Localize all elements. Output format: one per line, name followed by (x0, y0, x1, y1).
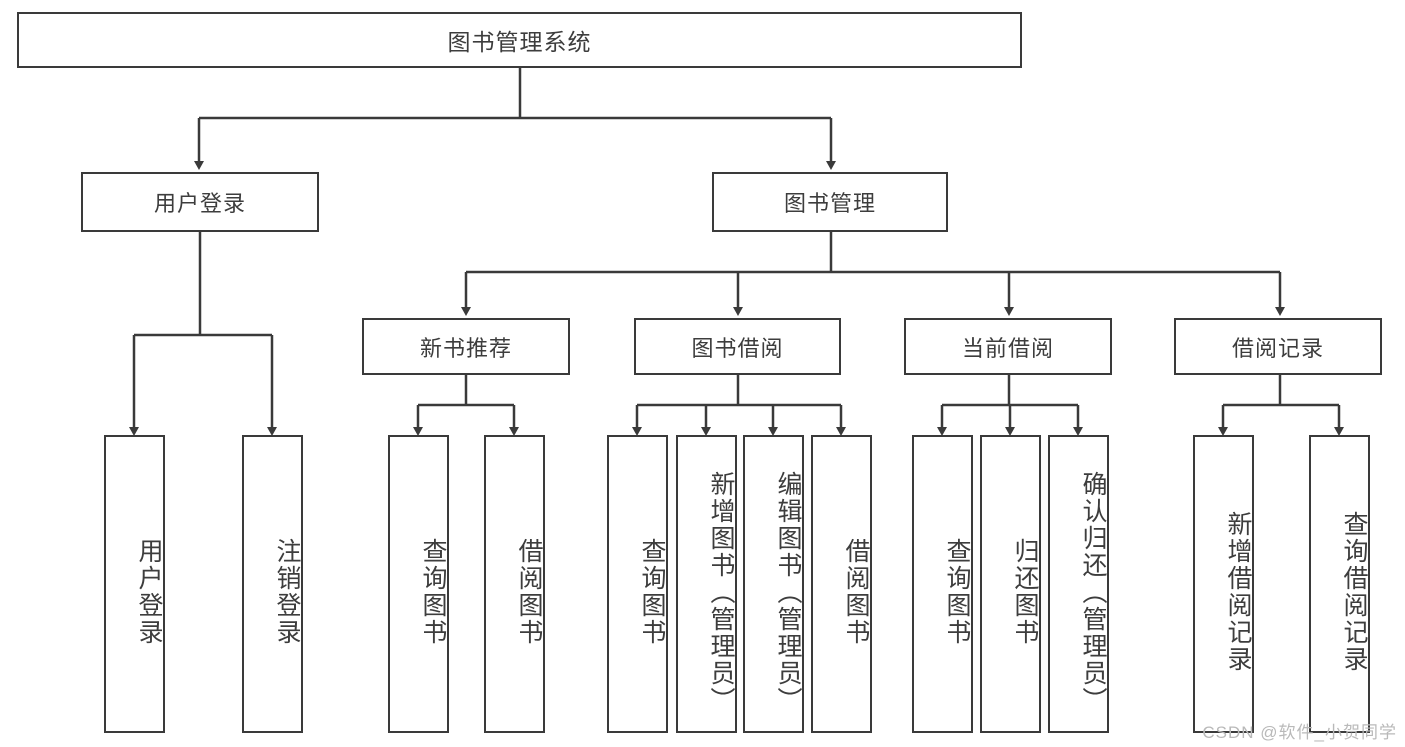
leaf-user-login[interactable]: 用户登录 (104, 435, 165, 733)
node-current-borrow[interactable]: 当前借阅 (904, 318, 1112, 375)
node-book-borrow[interactable]: 图书借阅 (634, 318, 841, 375)
leaf-query-book-borrow[interactable]: 查询图书 (607, 435, 668, 733)
leaf-add-book-admin[interactable]: 新增图书（管理员） (676, 435, 737, 733)
leaf-return-book[interactable]: 归还图书 (980, 435, 1041, 733)
node-root-system[interactable]: 图书管理系统 (17, 12, 1022, 68)
node-label: 图书管理 (783, 191, 876, 216)
leaf-edit-book-admin[interactable]: 编辑图书（管理员） (743, 435, 804, 733)
node-label: 查询图书 (419, 538, 447, 646)
leaf-query-borrow-record[interactable]: 查询借阅记录 (1309, 435, 1370, 733)
leaf-borrow-book[interactable]: 借阅图书 (811, 435, 872, 733)
leaf-query-book-recommend[interactable]: 查询图书 (388, 435, 449, 733)
node-new-book-recommend[interactable]: 新书推荐 (362, 318, 570, 375)
node-label: 新书推荐 (419, 335, 512, 361)
leaf-confirm-return-admin[interactable]: 确认归还（管理员） (1048, 435, 1109, 733)
node-borrow-record[interactable]: 借阅记录 (1174, 318, 1382, 375)
node-label: 借阅图书 (842, 538, 870, 646)
leaf-add-borrow-record[interactable]: 新增借阅记录 (1193, 435, 1254, 733)
node-book-management[interactable]: 图书管理 (712, 172, 948, 232)
node-label: 用户登录 (153, 191, 246, 216)
node-user-login[interactable]: 用户登录 (81, 172, 319, 232)
leaf-query-book-current[interactable]: 查询图书 (912, 435, 973, 733)
node-label: 查询图书 (943, 538, 971, 646)
node-label: 查询借阅记录 (1340, 511, 1368, 673)
node-label: 借阅图书 (515, 538, 543, 646)
node-label: 图书借阅 (691, 335, 784, 361)
csdn-watermark: CSDN @软件_小贺同学 (1202, 723, 1397, 742)
node-label: 查询图书 (638, 538, 666, 646)
node-label: 用户登录 (135, 538, 163, 646)
node-label: 当前借阅 (961, 335, 1054, 361)
node-label: 确认归还（管理员） (1079, 470, 1107, 714)
node-label: 借阅记录 (1231, 335, 1324, 361)
leaf-logout-login[interactable]: 注销登录 (242, 435, 303, 733)
node-label: 注销登录 (273, 538, 301, 646)
node-label: 归还图书 (1011, 538, 1039, 646)
node-label: 编辑图书（管理员） (774, 470, 802, 714)
node-label: 图书管理系统 (447, 29, 592, 55)
node-label: 新增图书（管理员） (707, 470, 735, 714)
leaf-borrow-book-recommend[interactable]: 借阅图书 (484, 435, 545, 733)
node-label: 新增借阅记录 (1224, 511, 1252, 673)
